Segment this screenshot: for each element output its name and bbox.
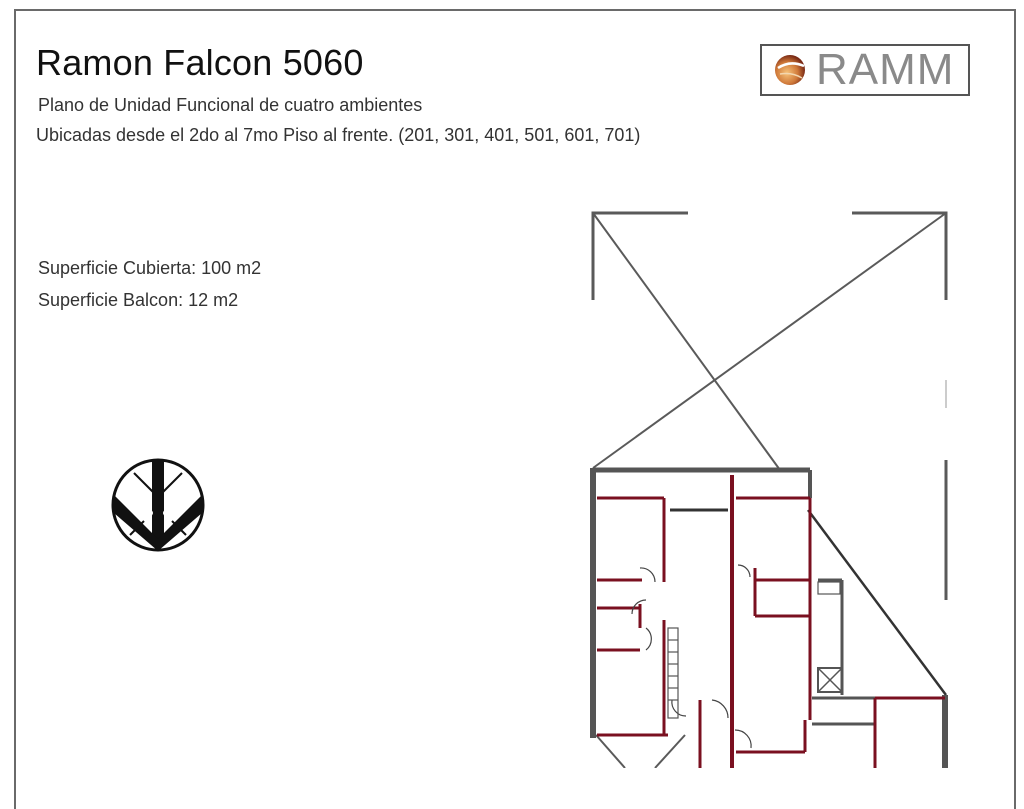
ramm-logo: RAMM: [760, 44, 970, 96]
ramm-globe-icon: [775, 55, 805, 85]
north-arrow-icon: [111, 458, 205, 552]
page-title: Ramon Falcon 5060: [36, 42, 364, 83]
document-frame: [14, 9, 1016, 809]
plan-description: Plano de Unidad Funcional de cuatro ambi…: [38, 95, 423, 115]
balcony-area-label: Superficie Balcon: 12 m2: [38, 290, 239, 310]
covered-area-label: Superficie Cubierta: 100 m2: [38, 258, 262, 278]
units-location: Ubicadas desde el 2do al 7mo Piso al fre…: [36, 125, 641, 145]
logo-text: RAMM: [816, 45, 955, 94]
